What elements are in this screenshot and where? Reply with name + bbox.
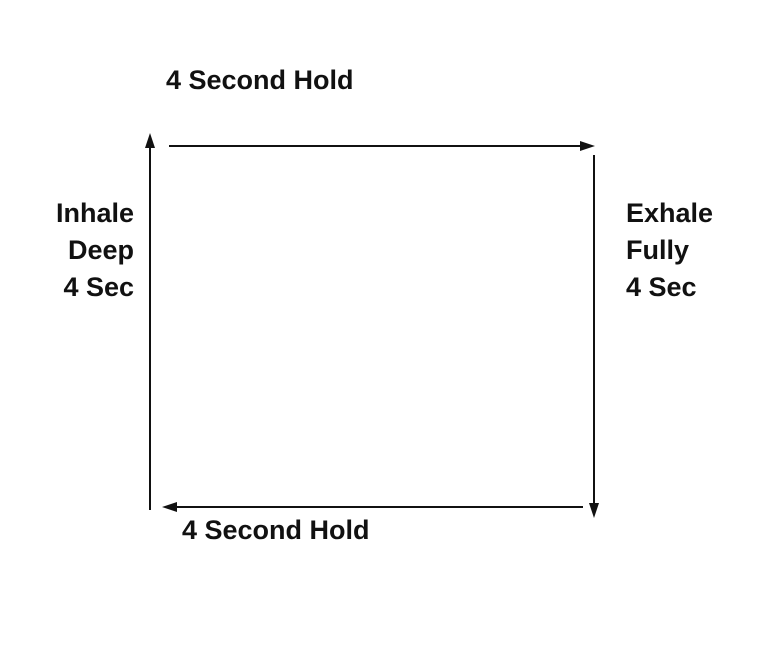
top-hold-label: 4 Second Hold [166, 65, 354, 95]
right-arrowhead [589, 503, 599, 518]
exhale-label-line-1: Exhale [626, 198, 714, 228]
bottom-arrowhead [162, 502, 177, 512]
bottom-hold-label: 4 Second Hold [182, 515, 370, 545]
exhale-label: Exhale Fully 4 Sec [626, 195, 713, 306]
inhale-label-line-3: 4 Sec [63, 272, 134, 302]
inhale-label-line-2: Deep [67, 235, 134, 265]
exhale-label-line-3: 4 Sec [626, 272, 697, 302]
exhale-label-line-2: Fully [626, 235, 690, 265]
left-arrowhead [145, 133, 155, 148]
top-arrowhead [580, 141, 595, 151]
inhale-label: Inhale Deep 4 Sec [56, 195, 134, 306]
inhale-label-line-1: Inhale [55, 198, 134, 228]
